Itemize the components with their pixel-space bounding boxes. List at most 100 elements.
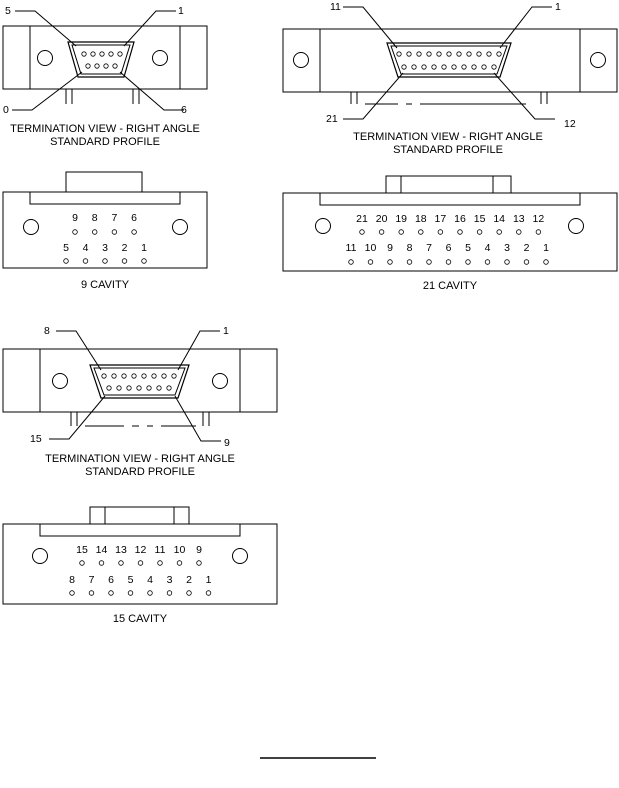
pin-number-label: 10 <box>174 544 186 556</box>
d-shell-inner <box>71 44 131 75</box>
termination-view-9: 5 1 0 6 TERMINATION VIEW - RIGHT ANGLE S… <box>2 5 208 148</box>
pin-socket <box>457 229 463 235</box>
mounting-hole <box>37 50 53 66</box>
pin-contact <box>436 51 442 57</box>
pin-contact <box>131 373 137 379</box>
pin-array <box>101 373 177 391</box>
pin-contact <box>141 373 147 379</box>
shell-top <box>65 171 143 193</box>
pin-contact <box>451 64 457 70</box>
mounting-hole <box>315 218 331 234</box>
pin-number-label: 7 <box>89 574 95 586</box>
pin-number-label: 13 <box>115 544 127 556</box>
callout-bottom-left: 21 <box>326 113 338 125</box>
caption-line2: STANDARD PROFILE <box>85 466 195 478</box>
pin-number-label: 7 <box>426 242 432 254</box>
pin-number-label: 18 <box>415 213 427 225</box>
pin-socket <box>465 259 471 265</box>
pin-socket <box>378 229 385 235</box>
pin-number-label: 15 <box>76 544 88 556</box>
pin-number-label: 3 <box>167 574 173 586</box>
pin-number-label: 4 <box>485 242 491 254</box>
callout-top-left: 11 <box>330 1 341 13</box>
pin-socket <box>121 258 128 264</box>
pin-number-label: 6 <box>108 574 114 586</box>
pin-socket <box>426 259 432 265</box>
pin-number-label: 1 <box>206 574 212 586</box>
d-shell-inner <box>93 367 186 396</box>
pin-number-label: 8 <box>92 212 98 224</box>
pin-socket <box>98 560 105 566</box>
connector-body <box>2 25 208 90</box>
pin-socket <box>484 259 491 265</box>
caption-line2: STANDARD PROFILE <box>393 144 503 156</box>
pin-number-label: 4 <box>147 574 153 586</box>
pin-number-label: 17 <box>435 213 447 225</box>
mounting-hole <box>23 219 39 235</box>
pin-number-label: 6 <box>131 212 137 224</box>
callout-top-right: 1 <box>555 1 561 13</box>
pin-socket <box>141 258 147 264</box>
pin-contact <box>126 385 132 391</box>
pin-number-label: 11 <box>346 242 357 254</box>
tail-leads <box>350 92 548 105</box>
pin-socket <box>131 229 137 235</box>
callout-bottom-left: 0 <box>3 104 9 116</box>
caption-line1: TERMINATION VIEW - RIGHT ANGLE <box>353 131 543 143</box>
pin-socket <box>111 229 118 235</box>
pin-contact <box>166 385 172 391</box>
pin-number-label: 2 <box>524 242 530 254</box>
pin-contact <box>431 64 437 70</box>
mounting-hole <box>293 52 309 68</box>
pin-number-label: 6 <box>446 242 452 254</box>
pin-number-label: 9 <box>196 544 202 556</box>
pin-contact <box>471 64 477 70</box>
callout-bottom-right: 6 <box>181 104 187 116</box>
pin-contact <box>406 51 412 57</box>
pin-socket <box>69 590 75 596</box>
pin-socket <box>523 259 530 265</box>
pin-number-label: 8 <box>407 242 413 254</box>
pin-contact <box>106 385 112 391</box>
pin-socket <box>72 229 78 235</box>
pin-number-label: 2 <box>122 242 128 254</box>
pin-socket <box>543 259 549 265</box>
pin-contact <box>426 51 432 57</box>
shell-lip <box>29 191 181 205</box>
shell-top <box>385 175 512 194</box>
pin-socket <box>82 258 89 264</box>
termination-view-15: 8 1 15 9 TERMINATION VIEW - RIGHT ANGLE … <box>2 325 278 478</box>
cavity-title: 21 CAVITY <box>423 280 478 292</box>
pin-socket <box>63 258 69 264</box>
pin-contact <box>421 64 427 70</box>
pin-socket <box>102 258 108 264</box>
pin-contact <box>171 373 177 379</box>
pin-contact <box>481 64 487 70</box>
pin-socket <box>205 590 212 596</box>
pin-contact <box>146 385 152 391</box>
d-shell <box>67 41 135 78</box>
pin-contact <box>151 373 157 379</box>
pin-socket <box>445 259 452 265</box>
callout-bottom-left: 15 <box>30 433 42 445</box>
pin-number-label: 9 <box>72 212 78 224</box>
pin-socket <box>367 259 374 265</box>
pin-number-label: 12 <box>135 544 147 556</box>
mounting-hole <box>52 373 68 389</box>
pin-number-label: 16 <box>454 213 466 225</box>
pin-number-label: 21 <box>356 213 368 225</box>
pin-number-label: 10 <box>365 242 377 254</box>
pin-number-label: 5 <box>63 242 69 254</box>
connector-body <box>282 28 618 93</box>
d-shell-inner <box>390 45 508 75</box>
tail-leads <box>65 89 140 104</box>
pin-socket <box>535 229 542 235</box>
pin-contact <box>156 385 162 391</box>
